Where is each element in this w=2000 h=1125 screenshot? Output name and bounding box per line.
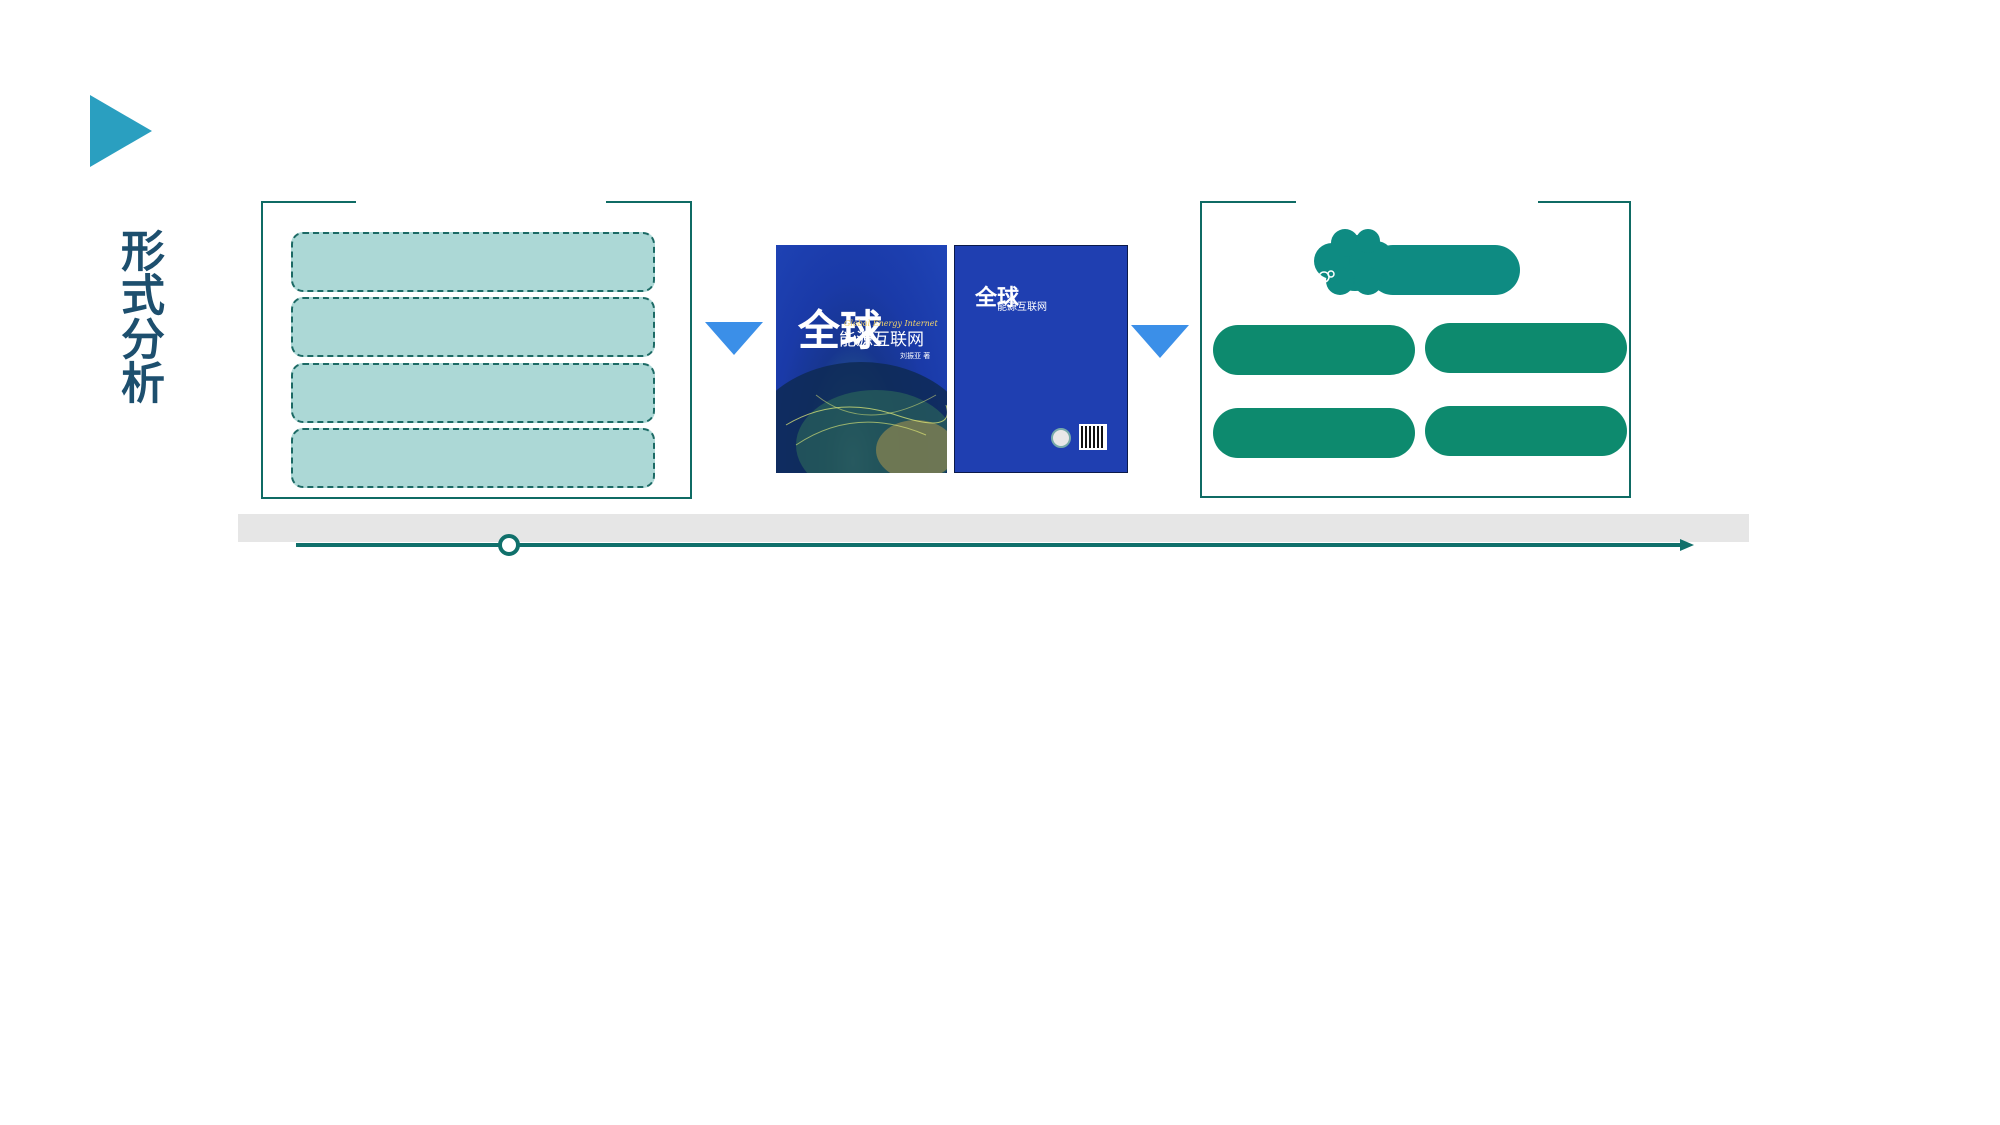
down-triangle-icon — [1131, 325, 1189, 358]
play-triangle-icon — [90, 95, 152, 167]
dashed-box-3 — [291, 363, 655, 423]
dashed-box-4 — [291, 428, 655, 488]
book-title-rest: 能源互联网 — [839, 330, 924, 350]
pill-4 — [1425, 406, 1627, 456]
timeline-node[interactable] — [498, 534, 520, 556]
frame-gap — [356, 199, 606, 203]
dashed-box-2 — [291, 297, 655, 357]
page-title: 形式分析 — [113, 228, 164, 404]
book-back-title-large: 全球 — [975, 285, 1020, 311]
timeline-band — [238, 514, 1749, 542]
book-front-cover: 全球 Global Energy Internet 能源互联网 刘振亚 著 — [776, 245, 947, 473]
frame-gap — [1296, 199, 1538, 203]
dashed-box-1 — [291, 232, 655, 292]
publisher-logo-icon — [1051, 428, 1071, 448]
timeline-line — [296, 543, 1682, 547]
timeline-arrow-icon — [1680, 539, 1694, 551]
pill-3 — [1213, 408, 1415, 458]
book-subtitle: Global Energy Internet — [844, 319, 938, 328]
globe-graphic — [776, 362, 947, 473]
barcode-icon — [1079, 424, 1107, 450]
book-author: 刘振亚 著 — [900, 352, 931, 360]
cloud-icon — [1314, 229, 1394, 295]
pill-1 — [1213, 325, 1415, 375]
book-back-title-rest: 能源互联网 — [997, 302, 1047, 313]
down-triangle-icon — [705, 322, 763, 355]
pill-2 — [1425, 323, 1627, 373]
book-back-cover: 全球 能源互联网 — [954, 245, 1128, 473]
pill-top — [1368, 245, 1520, 295]
book-title-large: 全球 — [798, 306, 883, 355]
